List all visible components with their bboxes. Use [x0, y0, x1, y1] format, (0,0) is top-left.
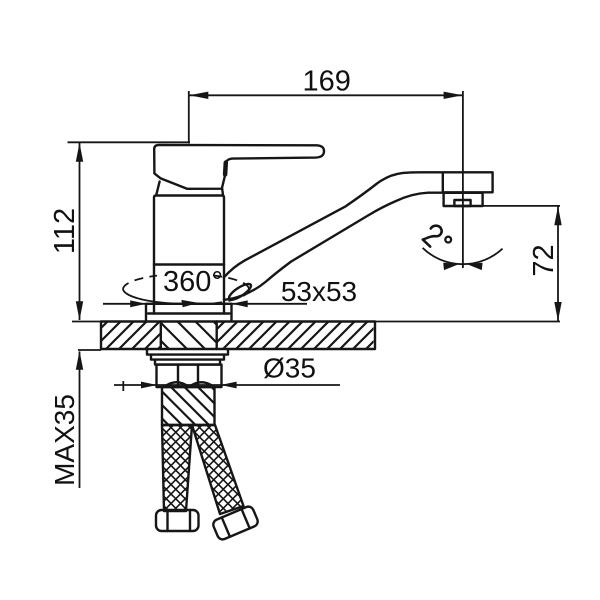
- svg-text:MAX35: MAX35: [49, 394, 80, 486]
- svg-text:169: 169: [303, 66, 351, 98]
- svg-text:53x53: 53x53: [281, 276, 357, 307]
- svg-text:Ø35: Ø35: [263, 353, 316, 384]
- svg-text:360°: 360°: [163, 266, 223, 298]
- svg-text:72: 72: [528, 244, 560, 276]
- svg-text:112: 112: [49, 208, 81, 254]
